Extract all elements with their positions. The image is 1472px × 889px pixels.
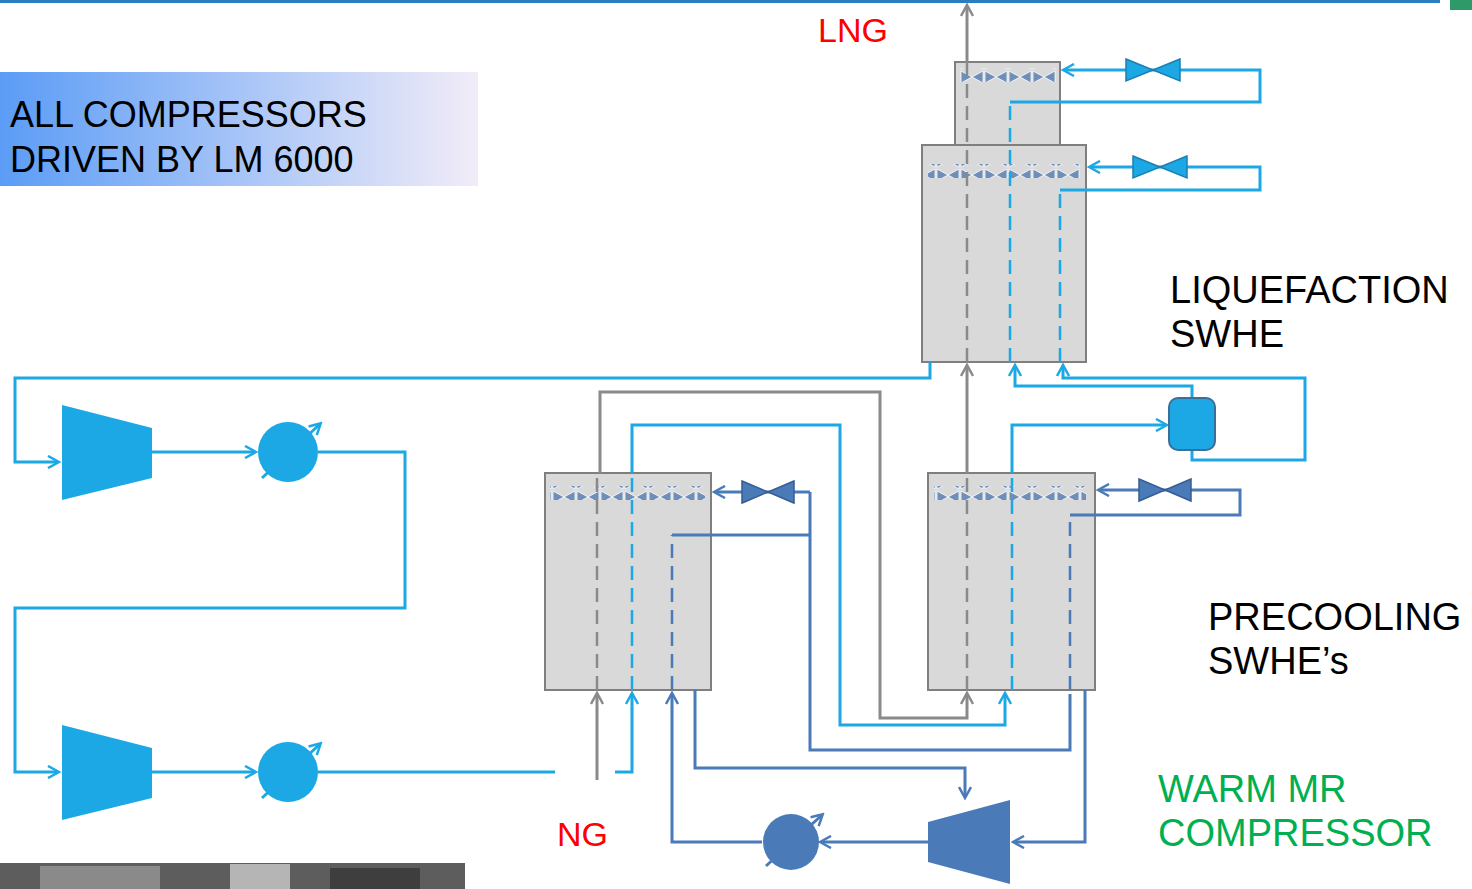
stream-label: NG — [557, 812, 608, 856]
note-band: ALL COMPRESSORS DRIVEN BY LM 6000 — [0, 72, 478, 186]
heat-exchanger — [922, 145, 1086, 362]
cold-mr-line — [1060, 167, 1260, 190]
compressor-symbol — [62, 405, 1010, 884]
tube-bundle-dashed — [1011, 473, 1014, 690]
cold-mr-line — [318, 771, 555, 774]
equipment-label: PRECOOLING SWHE’s — [1208, 595, 1466, 683]
natural-gas-line — [600, 392, 967, 718]
heat-exchanger — [545, 473, 711, 690]
warm-mr-line — [672, 490, 1240, 842]
cold-mr-line — [15, 452, 405, 772]
natural-gas-line — [596, 694, 599, 780]
compressor-symbol — [928, 800, 1010, 884]
warm-mr-line — [810, 492, 1070, 750]
valve-symbol — [1133, 156, 1160, 178]
spray-header — [928, 164, 1080, 178]
cooler-symbol — [262, 424, 320, 478]
valve-symbol — [742, 481, 768, 503]
cooler-symbol — [766, 815, 822, 866]
equipment-label: LIQUEFACTION SWHE — [1170, 268, 1470, 356]
tube-bundle-dashed — [966, 473, 969, 690]
note-text: ALL COMPRESSORS DRIVEN BY LM 6000 — [10, 92, 410, 182]
heat-exchanger — [928, 473, 1095, 690]
warm-mr-line — [821, 841, 928, 844]
photo-fragment — [330, 868, 420, 889]
cold-mr-line — [152, 451, 255, 454]
top-rule — [0, 0, 1440, 3]
equipment-label: WARM MR COMPRESSOR — [1158, 767, 1458, 855]
cold-mr-line — [152, 771, 255, 774]
stream-label: LNG — [818, 8, 888, 52]
photo-fragment — [40, 866, 160, 889]
compressor-symbol — [62, 725, 152, 820]
tube-bundle-dashed — [1009, 102, 1012, 362]
valve-symbol — [1139, 479, 1165, 501]
natural-gas-line — [597, 6, 967, 780]
cold-mr-line — [1063, 366, 1305, 460]
valve-symbol — [1153, 59, 1180, 81]
spray-header — [934, 486, 1086, 500]
photo-fragment — [0, 863, 465, 889]
tube-bundle-dashed — [631, 473, 634, 690]
cold-mr-line — [615, 694, 632, 772]
cold-mr-line — [15, 362, 930, 462]
top-rule — [1450, 0, 1472, 10]
cooler-symbol — [258, 422, 822, 870]
photo-fragment — [230, 864, 290, 889]
tube-bundle-dashed — [671, 535, 674, 690]
natural-gas-line — [966, 6, 969, 62]
tube-bundle-dashed — [1059, 190, 1062, 362]
separator-vessel — [1169, 398, 1215, 450]
cold-mr-line — [1015, 366, 1192, 398]
tube-bundle-dashed — [966, 62, 969, 362]
cold-mr-line — [632, 425, 1005, 725]
warm-mr-line — [1014, 690, 1085, 842]
tube-bundle-dashed — [1069, 515, 1072, 690]
spray-header — [550, 486, 705, 500]
heat-exchanger — [545, 62, 1095, 690]
valve-symbol — [1126, 59, 1153, 81]
cold-mr-line — [1012, 425, 1166, 473]
compressor-symbol — [62, 405, 152, 500]
separator-vessel — [1169, 398, 1215, 450]
natural-gas-line — [966, 366, 969, 473]
valve-symbol — [742, 59, 1191, 503]
valve-symbol — [768, 481, 794, 503]
top-rule — [0, 0, 1472, 10]
warm-mr-line — [695, 690, 965, 797]
warm-mr-line — [672, 694, 762, 842]
valve-symbol — [1160, 156, 1187, 178]
spray-header — [960, 68, 1056, 82]
tube-bundle-dashed — [596, 473, 599, 690]
tube-bundle-dashed — [597, 62, 1070, 690]
cooler-symbol — [262, 744, 320, 798]
warm-mr-line — [672, 534, 810, 537]
photo-fragment — [0, 863, 465, 889]
valve-symbol — [1165, 479, 1191, 501]
spray-header — [550, 68, 1086, 500]
